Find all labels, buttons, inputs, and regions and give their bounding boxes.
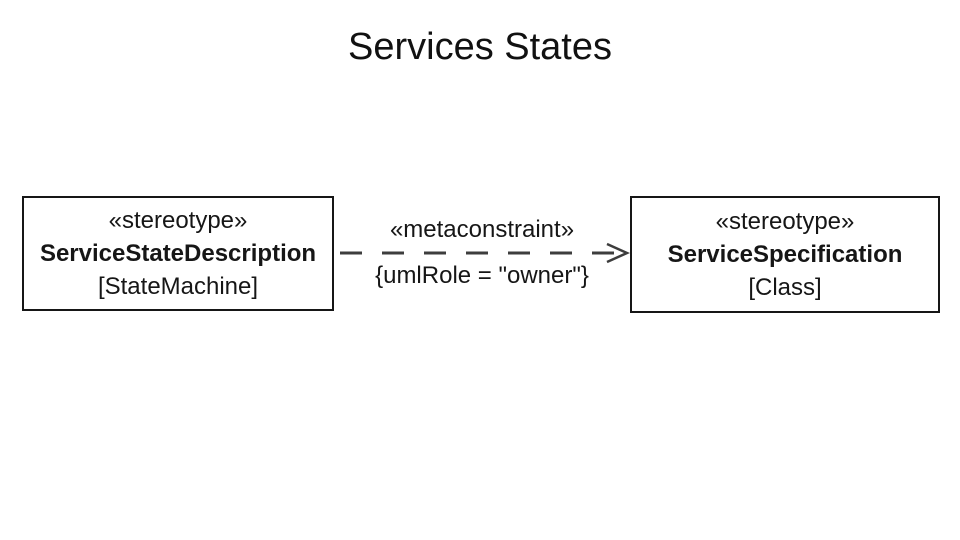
- uml-box-service-state-description: «stereotype» ServiceStateDescription [St…: [22, 196, 334, 311]
- stereotype-name-label: ServiceSpecification: [667, 241, 903, 268]
- stereotype-keyword-label: «stereotype»: [715, 208, 855, 235]
- metaclass-label: [StateMachine]: [97, 273, 259, 300]
- stereotype-name-label: ServiceStateDescription: [39, 240, 317, 267]
- uml-role-constraint-label: {umlRole = "owner"}: [375, 262, 589, 289]
- uml-box-service-specification: «stereotype» ServiceSpecification [Class…: [630, 196, 940, 313]
- open-arrowhead-icon: [606, 242, 630, 264]
- metaclass-label: [Class]: [748, 274, 822, 301]
- dashed-arrow: [340, 242, 630, 264]
- slide-title: Services States: [348, 26, 612, 68]
- stereotype-keyword-label: «stereotype»: [108, 207, 248, 234]
- metaconstraint-label: «metaconstraint»: [389, 216, 575, 243]
